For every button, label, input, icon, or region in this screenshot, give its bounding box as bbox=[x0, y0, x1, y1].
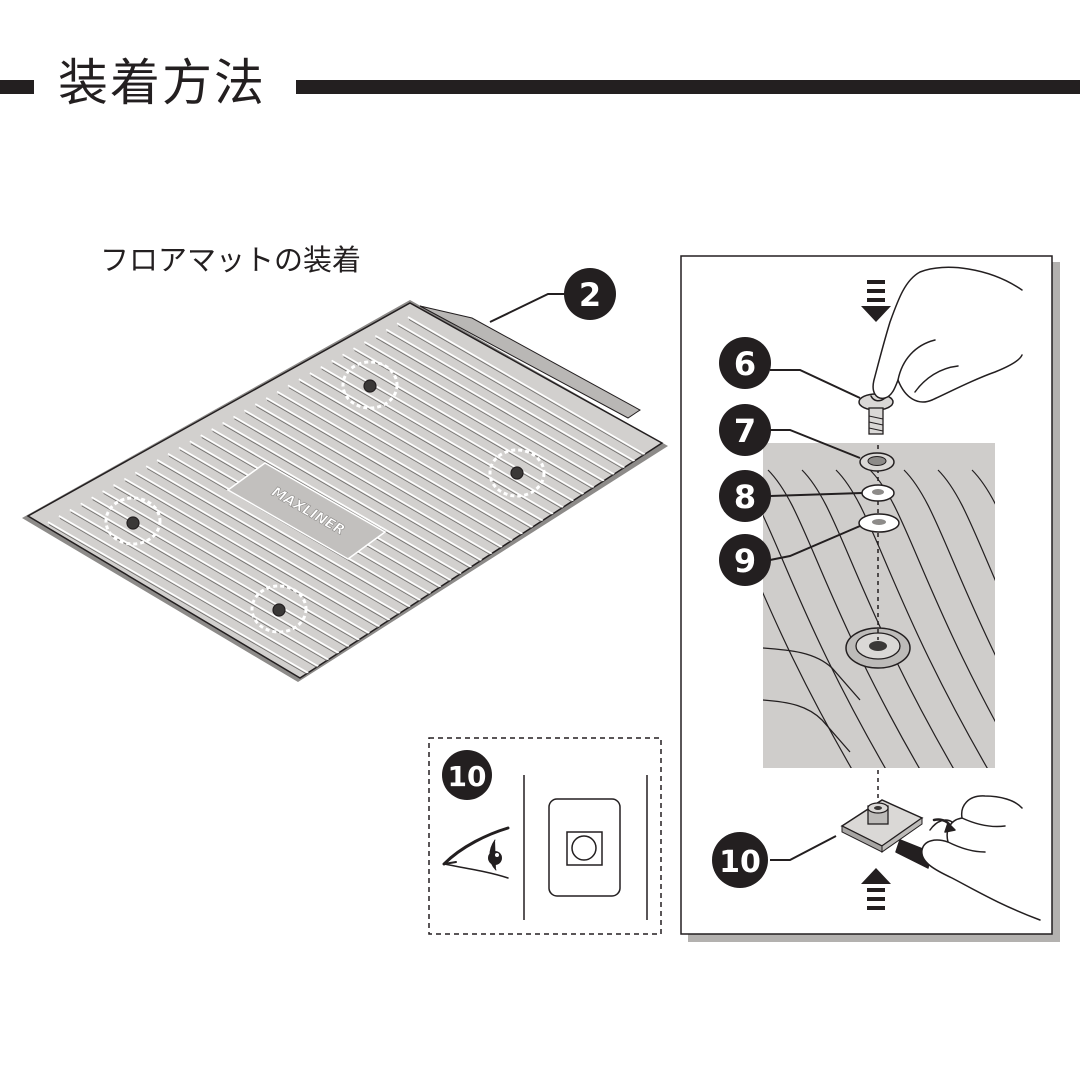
washer-8-part bbox=[861, 484, 895, 502]
hand-bottom-illustration bbox=[895, 795, 1041, 921]
callout-10-inset: 10 bbox=[448, 760, 487, 793]
bolt-part bbox=[858, 393, 894, 435]
push-down-arrow-icon bbox=[861, 280, 891, 322]
clip-inset: 10 bbox=[428, 737, 662, 935]
mat-grommet bbox=[845, 627, 911, 669]
page-title: 装着方法 bbox=[58, 54, 266, 112]
svg-text:8: 8 bbox=[734, 478, 756, 516]
mat-back-lip bbox=[419, 305, 641, 419]
svg-text:10: 10 bbox=[719, 845, 761, 880]
washer-9-part bbox=[858, 513, 900, 533]
callout-6: 6 bbox=[719, 337, 861, 399]
washer-7-part bbox=[859, 452, 895, 472]
mat-fastener-hole-1 bbox=[341, 360, 399, 410]
section-subtitle: フロアマットの装着 bbox=[100, 243, 362, 277]
mat-logo-plate bbox=[226, 462, 387, 560]
mat-fastener-hole-3 bbox=[104, 496, 162, 546]
push-up-arrow-icon bbox=[861, 868, 891, 910]
heading-rule-right bbox=[296, 80, 1080, 94]
svg-text:6: 6 bbox=[734, 345, 756, 383]
callout-2: 2 bbox=[489, 268, 616, 323]
floor-mat-illustration: MAXLINER bbox=[22, 300, 668, 682]
detail-panel: 6 7 8 9 10 bbox=[680, 255, 1060, 942]
callout-8: 8 bbox=[719, 470, 863, 522]
eye-icon bbox=[442, 826, 510, 879]
heading-rule-left bbox=[0, 80, 34, 94]
clip-front-view bbox=[548, 798, 621, 897]
svg-text:7: 7 bbox=[734, 412, 756, 450]
hand-top-illustration bbox=[870, 266, 1023, 403]
mat-fastener-hole-2 bbox=[488, 448, 546, 498]
svg-text:9: 9 bbox=[734, 542, 756, 580]
svg-text:2: 2 bbox=[579, 276, 601, 314]
callout-7: 7 bbox=[719, 404, 861, 459]
clip-plate-part bbox=[840, 799, 924, 853]
callout-10-clip: 10 bbox=[712, 832, 837, 888]
callout-9: 9 bbox=[719, 525, 861, 586]
mat-fastener-hole-4 bbox=[250, 584, 308, 634]
